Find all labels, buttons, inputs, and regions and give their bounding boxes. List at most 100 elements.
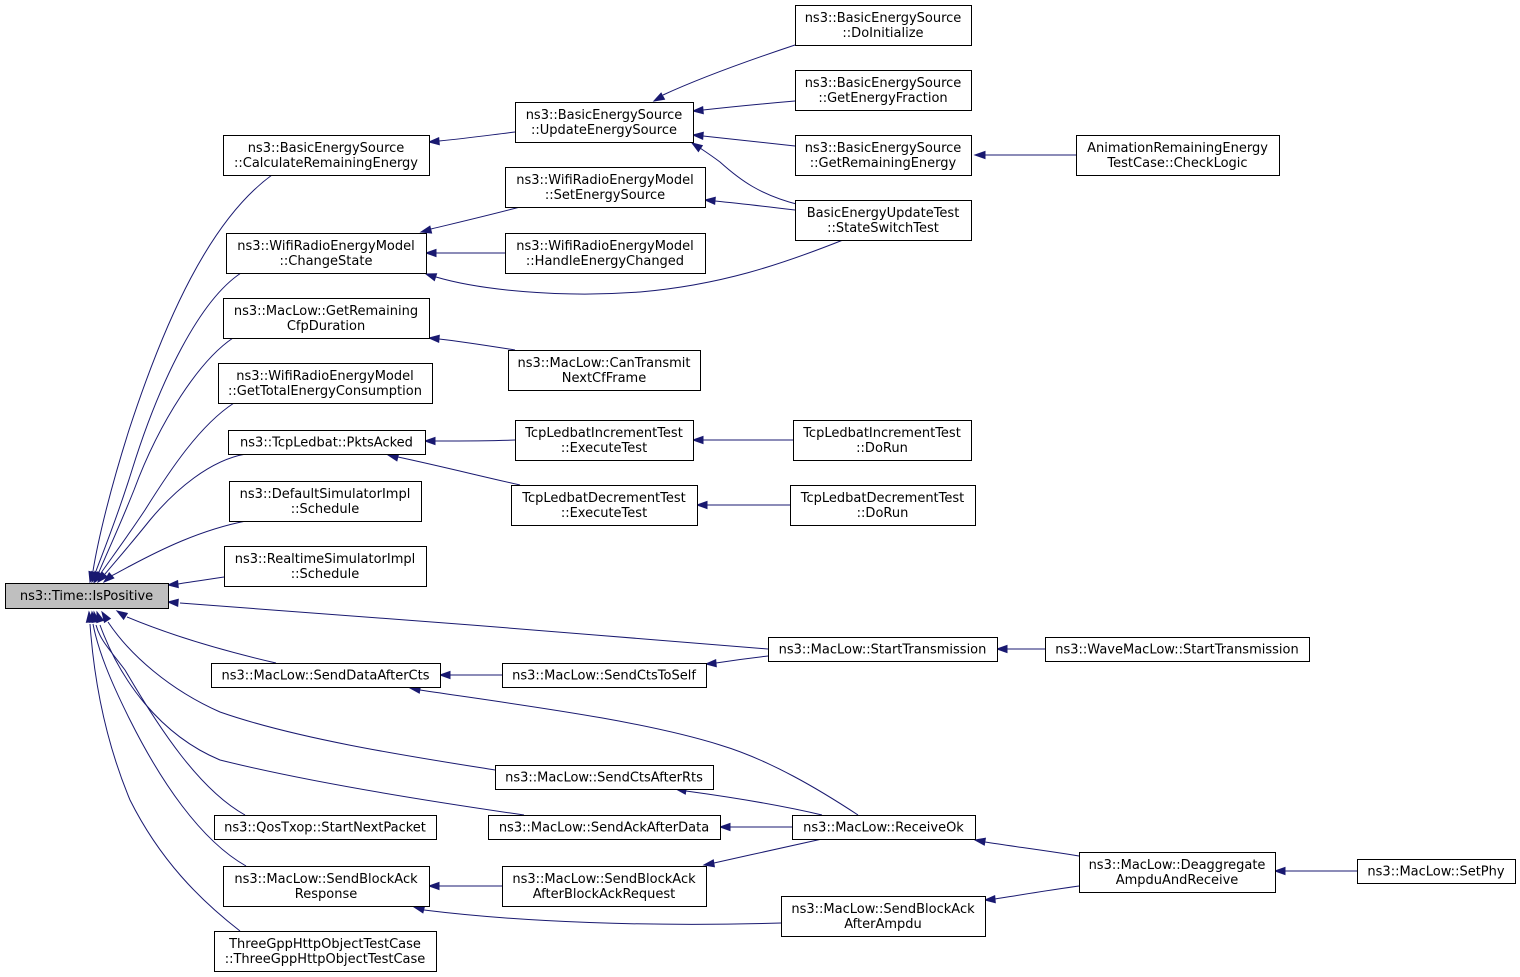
function-node[interactable]: ns3::BasicEnergySource::GetRemainingEner…	[795, 135, 972, 176]
function-node[interactable]: ns3::BasicEnergySource::UpdateEnergySour…	[515, 102, 694, 143]
edge-line	[95, 624, 246, 816]
function-node[interactable]: ns3::WaveMacLow::StartTransmission	[1045, 637, 1310, 662]
edge-line	[984, 841, 1080, 857]
node-label: ns3::WaveMacLow::StartTransmission	[1055, 643, 1298, 658]
function-node[interactable]: ns3::RealtimeSimulatorImpl::Schedule	[224, 546, 427, 587]
function-node[interactable]: TcpLedbatDecrementTest::ExecuteTest	[511, 485, 698, 526]
node-box	[795, 70, 972, 111]
function-node[interactable]: ns3::QosTxop::StartNextPacket	[214, 815, 437, 840]
node-box	[1079, 852, 1276, 893]
function-node[interactable]: ns3::WifiRadioEnergyModel::HandleEnergyC…	[505, 233, 706, 274]
node-box	[505, 233, 706, 274]
edge-line	[714, 200, 796, 211]
edge-line	[713, 838, 823, 864]
function-node[interactable]: ns3::MacLow::SendCtsToSelf	[502, 663, 707, 688]
function-node[interactable]: ThreeGppHttpObjectTestCase::ThreeGppHttp…	[214, 931, 437, 972]
arrowhead	[690, 142, 704, 153]
function-node[interactable]: BasicEnergyUpdateTest::StateSwitchTest	[795, 200, 972, 241]
function-node[interactable]: ns3::TcpLedbat::PktsAcked	[228, 430, 426, 455]
node-label: ns3::Time::IsPositive	[20, 589, 153, 604]
edge-line	[419, 689, 859, 816]
node-label: ::UpdateEnergySource	[531, 123, 677, 138]
node-box	[781, 896, 986, 937]
function-node[interactable]: TcpLedbatIncrementTest::ExecuteTest	[515, 420, 694, 461]
node-label: ::GetTotalEnergyConsumption	[228, 384, 422, 399]
arrowhead	[691, 105, 704, 115]
function-node[interactable]: ns3::WifiRadioEnergyModel::GetTotalEnerg…	[218, 363, 433, 404]
edge-n3-to-n2	[652, 44, 796, 102]
node-box	[488, 815, 721, 840]
node-box	[793, 420, 972, 461]
edge-line	[435, 239, 844, 295]
function-node[interactable]: ns3::BasicEnergySource::GetEnergyFractio…	[795, 70, 972, 111]
function-node[interactable]: ns3::MacLow::StartTransmission	[768, 637, 998, 662]
edge-line	[685, 790, 823, 816]
node-label: ns3::MacLow::SendCtsToSelf	[512, 669, 696, 684]
node-box	[223, 298, 430, 339]
edge-n32-to-n31	[1273, 866, 1358, 876]
function-node[interactable]: ns3::MacLow::ReceiveOk	[792, 815, 976, 840]
node-box	[223, 135, 430, 176]
node-label: TestCase::CheckLogic	[1106, 156, 1247, 171]
function-node[interactable]: ns3::MacLow::SendBlockAckAfterBlockAckRe…	[502, 866, 707, 907]
node-label: ::Schedule	[291, 567, 360, 582]
arrowhead	[691, 131, 704, 141]
node-label: ::DoRun	[856, 441, 908, 456]
edge-n7-to-n2	[690, 142, 801, 206]
node-box	[226, 233, 427, 274]
node-label: NextCfFrame	[562, 371, 646, 386]
function-node[interactable]: AnimationRemainingEnergyTestCase::CheckL…	[1076, 135, 1280, 176]
edge-n12-to-n11	[427, 334, 516, 351]
function-node[interactable]: TcpLedbatIncrementTest::DoRun	[793, 420, 972, 461]
edge-n28-to-n0	[91, 610, 246, 816]
edge-n7-to-n8	[424, 239, 844, 295]
arrowhead	[423, 436, 436, 446]
function-node[interactable]: ns3::MacLow::SendDataAfterCts	[211, 663, 441, 688]
node-label: ::ChangeState	[280, 254, 373, 269]
function-node[interactable]: ns3::MacLow::SendCtsAfterRts	[495, 765, 714, 790]
edge-n31-to-n27	[973, 837, 1080, 857]
arrowhead	[1273, 866, 1286, 876]
node-label: ns3::WifiRadioEnergyModel	[516, 239, 694, 254]
node-label: Response	[295, 887, 357, 902]
arrowhead	[166, 579, 179, 589]
edge-n23-to-n0	[115, 610, 277, 664]
edge-n34-to-n0	[85, 610, 241, 932]
node-box	[508, 350, 701, 391]
node-box	[218, 363, 433, 404]
node-box	[495, 765, 714, 790]
function-node[interactable]: ns3::WifiRadioEnergyModel::SetEnergySour…	[505, 167, 706, 208]
edge-line	[100, 402, 235, 574]
node-label: CfpDuration	[287, 319, 365, 334]
arrowhead	[115, 610, 129, 621]
function-node[interactable]: ns3::DefaultSimulatorImpl::Schedule	[229, 481, 422, 522]
node-box	[511, 485, 698, 526]
root-node[interactable]: ns3::Time::IsPositive	[5, 583, 169, 609]
edge-n2-to-n1	[427, 131, 516, 146]
function-node[interactable]: ns3::BasicEnergySource::CalculateRemaini…	[223, 135, 430, 176]
function-node[interactable]: ns3::WifiRadioEnergyModel::ChangeState	[226, 233, 427, 274]
node-label: ns3::MacLow::SendDataAfterCts	[222, 669, 430, 684]
node-label: ns3::MacLow::SendBlockAck	[791, 902, 975, 917]
function-node[interactable]: TcpLedbatDecrementTest::DoRun	[790, 485, 976, 526]
function-node[interactable]: ns3::BasicEnergySource::DoInitialize	[795, 5, 972, 46]
edge-n27-to-n23	[408, 685, 859, 816]
arrowhead	[85, 610, 95, 623]
arrowhead	[424, 273, 438, 282]
arrowhead	[424, 248, 437, 258]
node-label: ::GetRemainingEnergy	[810, 156, 957, 171]
node-label: ns3::TcpLedbat::PktsAcked	[240, 436, 413, 451]
edge-line	[699, 147, 801, 206]
node-box	[505, 167, 706, 208]
function-node[interactable]: ns3::MacLow::SetPhy	[1357, 859, 1516, 884]
arrowhead	[983, 894, 996, 904]
function-node[interactable]: ns3::MacLow::SendAckAfterData	[488, 815, 721, 840]
arrowhead	[702, 859, 716, 868]
node-box	[1076, 135, 1280, 176]
edge-line	[994, 885, 1080, 900]
